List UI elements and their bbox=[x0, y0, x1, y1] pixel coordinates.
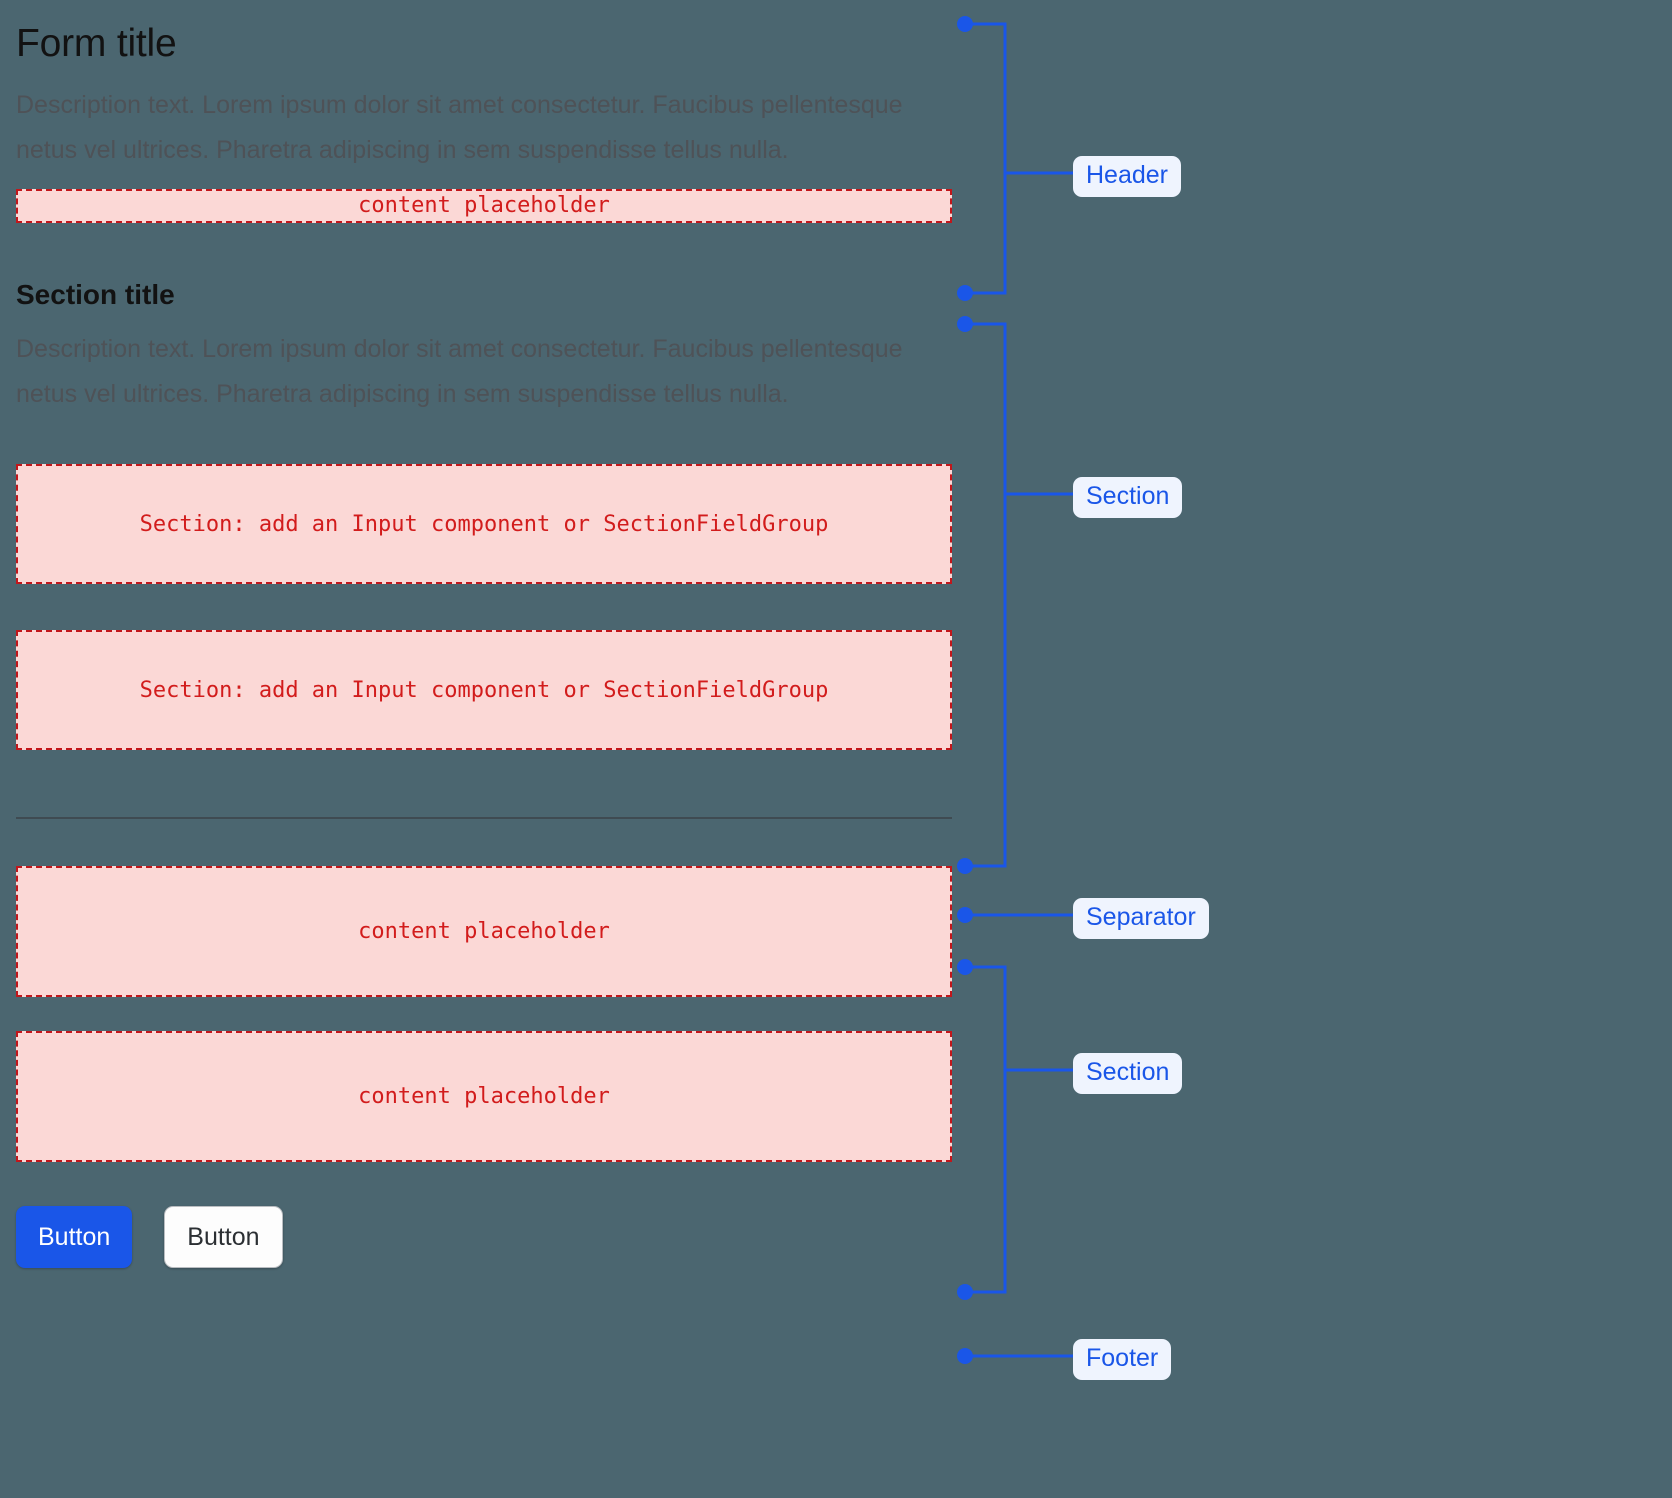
form-footer: Button Button bbox=[16, 1206, 952, 1269]
header-content-placeholder: content placeholder bbox=[16, 188, 952, 223]
anchor-dot bbox=[957, 1284, 973, 1300]
anchor-dot bbox=[957, 285, 973, 301]
separator bbox=[16, 817, 952, 820]
anchor-dot bbox=[957, 858, 973, 874]
annotation-label-separator: Separator bbox=[1073, 898, 1209, 939]
anchor-dot bbox=[957, 907, 973, 923]
annotation-label-section-one: Section bbox=[1073, 477, 1183, 518]
annotation-label-header: Header bbox=[1073, 156, 1181, 197]
annotation-dots bbox=[957, 16, 973, 1364]
header-bracket bbox=[966, 22, 1007, 295]
section-two: content placeholder content placeholder bbox=[16, 866, 952, 1163]
anchor-dot bbox=[957, 1348, 973, 1364]
section-field-placeholder: Section: add an Input component or Secti… bbox=[16, 464, 952, 585]
section-one: Section title Description text. Lorem ip… bbox=[16, 278, 952, 751]
form-header: Form title Description text. Lorem ipsum… bbox=[16, 0, 952, 223]
section-title: Section title bbox=[16, 278, 175, 310]
section-description: Description text. Lorem ipsum dolor sit … bbox=[16, 335, 903, 409]
page-title: Form title bbox=[16, 22, 177, 65]
anchor-dot bbox=[957, 16, 973, 32]
section-content-placeholder: content placeholder bbox=[16, 866, 952, 998]
section-field-placeholder: Section: add an Input component or Secti… bbox=[16, 630, 952, 751]
anchor-dot bbox=[957, 316, 973, 332]
annotation-label-section-two: Section bbox=[1073, 1053, 1183, 1094]
primary-button[interactable]: Button bbox=[16, 1206, 133, 1269]
section-content-placeholder: content placeholder bbox=[16, 1031, 952, 1163]
secondary-button[interactable]: Button bbox=[164, 1206, 283, 1269]
anchor-dot bbox=[957, 959, 973, 975]
header-description: Description text. Lorem ipsum dolor sit … bbox=[16, 90, 903, 164]
annotation-label-footer: Footer bbox=[1073, 1339, 1172, 1380]
form-root: Form title Description text. Lorem ipsum… bbox=[16, 0, 952, 1269]
section-two-bracket bbox=[966, 965, 1007, 1294]
section-one-bracket bbox=[966, 322, 1007, 868]
